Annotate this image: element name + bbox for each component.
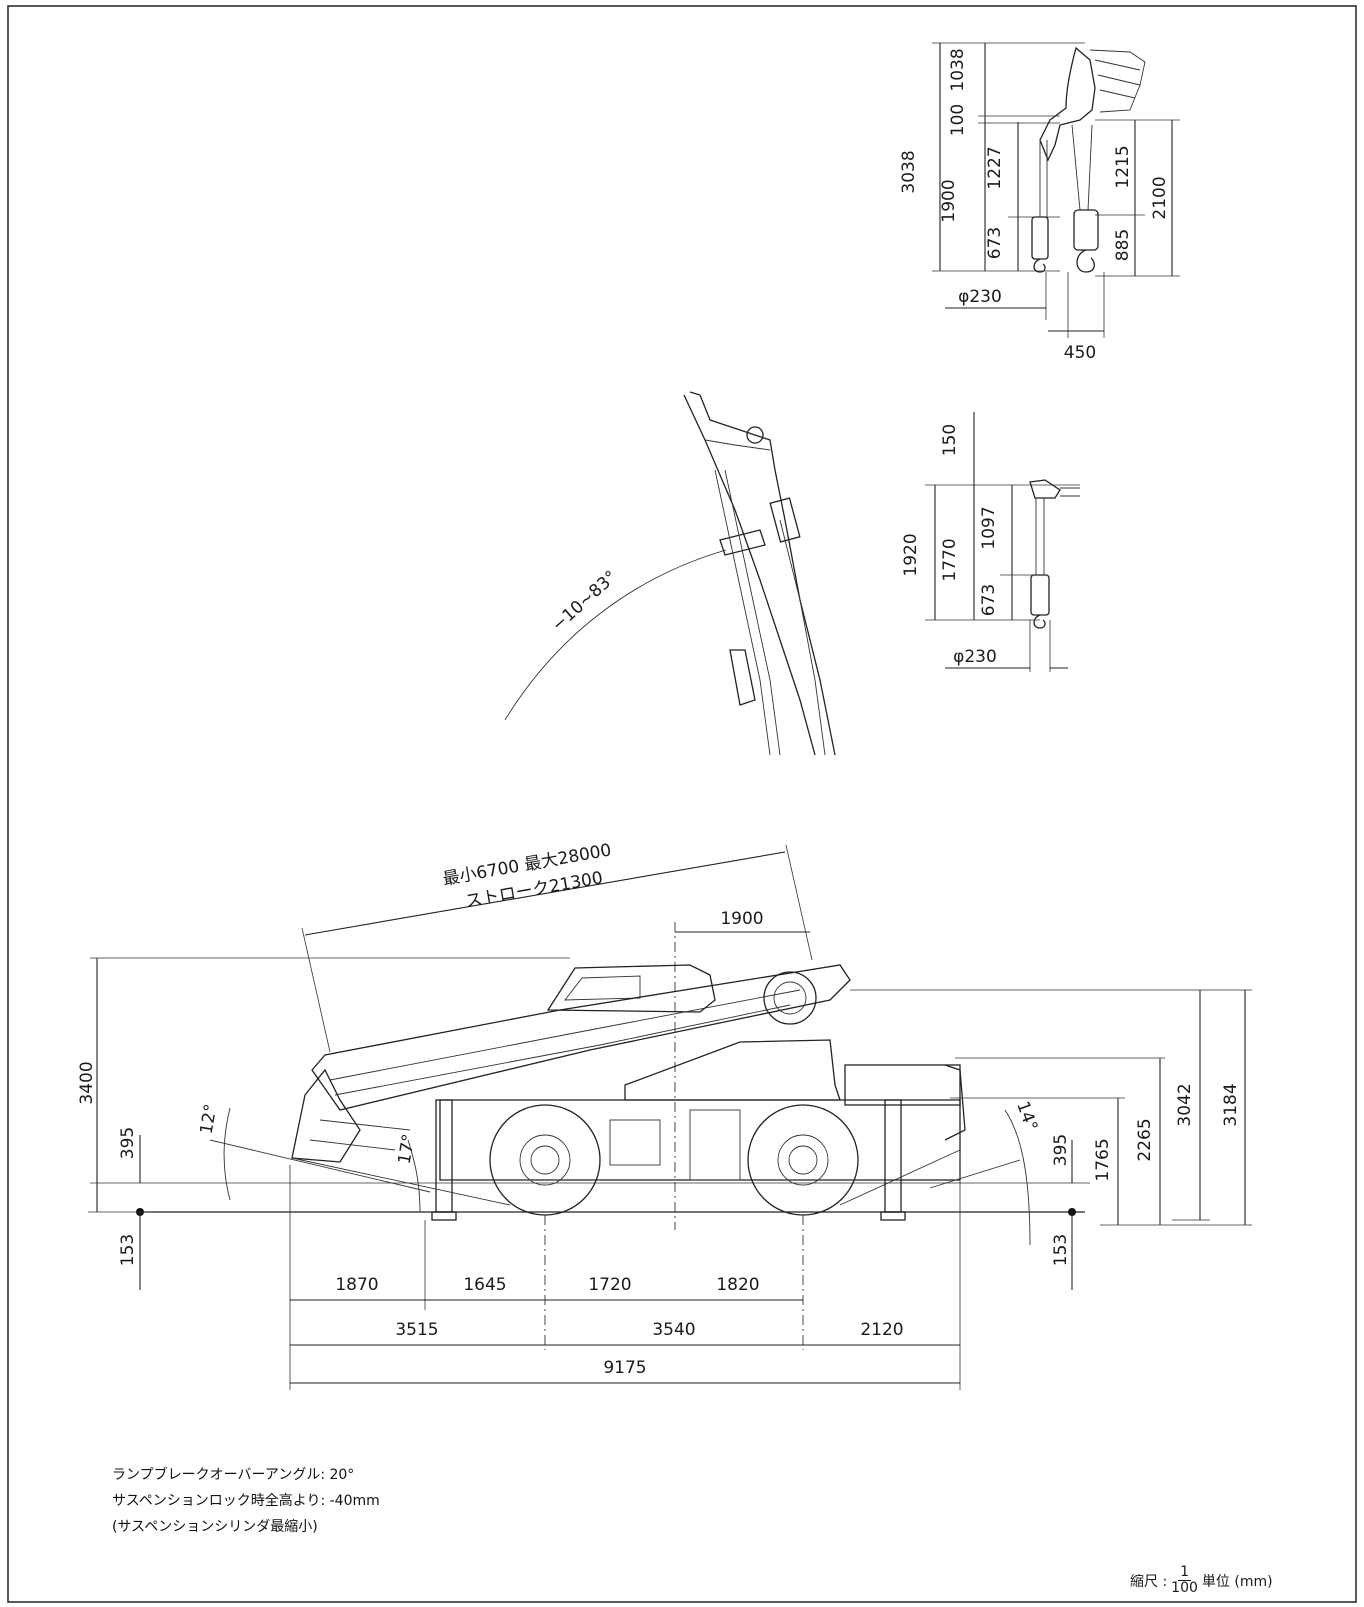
left-height-3400: 3400 [77,1061,97,1104]
right-height-153: 153 [1051,1234,1071,1266]
hook-dim-1215: 1215 [1113,145,1133,188]
boom-angle-label: −10~83° [548,567,621,636]
row1-1870: 1870 [335,1275,378,1295]
drawing-frame [7,5,1357,1603]
hook-dim-885: 885 [1113,229,1133,261]
single-hook-detail: 150 1920 1770 1097 673 φ230 [901,412,1080,672]
hook-dim-673: 673 [985,227,1005,259]
right-height-3042: 3042 [1175,1083,1195,1126]
hook-dim-1038: 1038 [948,48,968,91]
rear-wheel [747,1104,859,1216]
row2-3540: 3540 [652,1320,695,1340]
left-height-395: 395 [118,1127,138,1159]
vehicle-side-view: 最小6700 最大28000 ストローク21300 1900 [77,840,1252,1390]
front-wheel [489,1104,601,1216]
single-dim-1770: 1770 [940,538,960,581]
row1-1820: 1820 [716,1275,759,1295]
hook-width-450: 450 [1064,343,1096,363]
scale-denominator: 100 [1171,1580,1198,1596]
scale-label: 縮尺 : [1130,1573,1168,1590]
note-suspension-cylinder: (サスペンションシリンダ最縮小) [112,1519,318,1535]
hook-dim-100: 100 [948,104,968,136]
left-height-153: 153 [118,1234,138,1266]
note-suspension-lock: サスペンションロック時全高より: -40mm [112,1493,380,1509]
row3-9175: 9175 [603,1358,646,1378]
outrigger-angle: 17° [395,1133,420,1166]
unit-label: 単位 (mm) [1201,1573,1273,1590]
boom-angle-detail: −10~83° [504,391,836,756]
row2-2120: 2120 [860,1320,903,1340]
note-ramp-breakover: ランプブレークオーバーアングル: 20° [112,1467,355,1483]
hook-dim-3038: 3038 [899,150,919,193]
scale-numerator: 1 [1178,1564,1191,1581]
top-dim-1900: 1900 [720,909,763,929]
single-dim-150: 150 [940,424,960,456]
row2-3515: 3515 [395,1320,438,1340]
right-height-395: 395 [1051,1134,1071,1166]
hook-dim-2100: 2100 [1150,176,1170,219]
single-dim-673: 673 [979,584,999,616]
hook-diameter: φ230 [958,287,1002,307]
hook-dim-1900: 1900 [939,179,959,222]
single-hook-diameter: φ230 [953,647,997,667]
row1-1645: 1645 [463,1275,506,1295]
approach-angle: 12° [197,1103,222,1136]
single-dim-1920: 1920 [901,533,921,576]
right-height-2265: 2265 [1135,1118,1155,1161]
right-height-1765: 1765 [1093,1138,1113,1181]
main-hook-detail: 3038 1900 1038 100 1227 673 1215 2100 88… [899,42,1180,363]
row1-1720: 1720 [588,1275,631,1295]
scale-fraction: 1 100 [1171,1565,1198,1596]
hook-dim-1227: 1227 [985,146,1005,189]
single-dim-1097: 1097 [979,506,999,549]
scale-unit-box: 縮尺 : 1 100 単位 (mm) [1130,1565,1273,1596]
departure-angle: 14° [1012,1099,1041,1134]
right-height-3184: 3184 [1221,1083,1241,1126]
